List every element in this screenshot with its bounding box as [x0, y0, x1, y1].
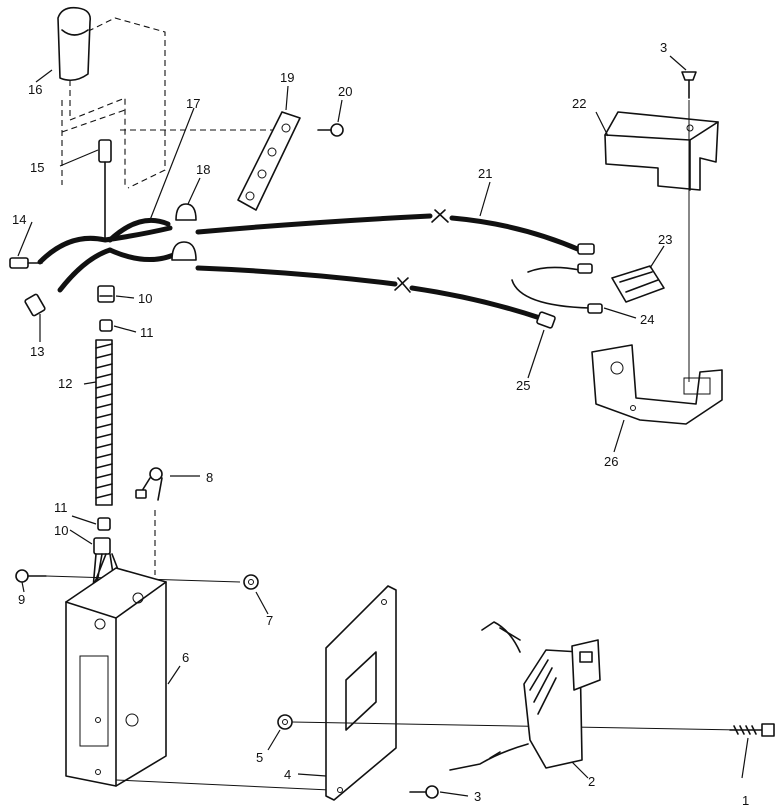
callout-18: 18: [196, 162, 210, 177]
callout-24: 24: [640, 312, 654, 327]
callout-14: 14: [12, 212, 26, 227]
callout-26: 26: [604, 454, 618, 469]
callout-21: 21: [478, 166, 492, 181]
callout-2: 2: [588, 774, 595, 789]
callout-3-bottom: 3: [474, 789, 481, 804]
callout-3-top: 3: [660, 40, 667, 55]
callout-4: 4: [284, 767, 291, 782]
part-18-grommets: [171, 203, 197, 261]
callout-12: 12: [58, 376, 72, 391]
callout-5: 5: [256, 750, 263, 765]
part-15-connector: [98, 139, 112, 239]
part-2-transformer: [449, 621, 601, 771]
leader-lines: [17, 55, 749, 797]
part-4-mounting-plate: [325, 585, 397, 801]
callout-15: 15: [30, 160, 44, 175]
callout-8: 8: [206, 470, 213, 485]
part-16-cap: [57, 6, 92, 82]
part-5-nut: [277, 714, 293, 730]
callout-13: 13: [30, 344, 44, 359]
callout-23: 23: [658, 232, 672, 247]
part-26-mounting-bracket: [591, 344, 723, 425]
part-3-screw-top: [681, 71, 697, 382]
callout-25: 25: [516, 378, 530, 393]
part-22-cover: [604, 111, 719, 191]
callout-10-upper: 10: [138, 291, 152, 306]
part-12-conduit: [95, 339, 113, 506]
part-8-wire-clip: [135, 467, 163, 501]
callout-7: 7: [266, 613, 273, 628]
callout-6: 6: [182, 650, 189, 665]
part-6-guide-line: [115, 779, 331, 791]
part-3-screw-bottom: [409, 785, 439, 799]
callout-10-lower: 10: [54, 523, 68, 538]
part-19-bracket: [237, 111, 301, 211]
wire-harness: [9, 209, 595, 329]
part-11-nut-lower: [97, 517, 111, 531]
callout-1: 1: [742, 793, 749, 808]
part-23-terminal-block: [611, 265, 665, 303]
part-10-connector-upper: [97, 285, 115, 303]
part-1-screw: [729, 723, 775, 737]
callout-11-upper: 11: [140, 325, 154, 340]
part-7-nut: [243, 574, 259, 590]
callout-16: 16: [28, 82, 42, 97]
part-5-guide-line: [291, 721, 741, 731]
callout-19: 19: [280, 70, 294, 85]
part-6-enclosure: [65, 567, 167, 787]
callout-9: 9: [18, 592, 25, 607]
callout-17: 17: [186, 96, 200, 111]
callout-22: 22: [572, 96, 586, 111]
part-11-nut-upper: [99, 319, 113, 332]
part-9-screw: [15, 569, 47, 583]
part-20-screw: [317, 123, 344, 137]
callout-labels: 1 2 3 3 4 5 6 7 8 9 10 10 11 11 12 13 14…: [12, 40, 749, 808]
part-24-lead: [511, 263, 603, 314]
callout-11-lower: 11: [54, 500, 68, 515]
callout-20: 20: [338, 84, 352, 99]
upper-housing-outline: [61, 17, 290, 189]
